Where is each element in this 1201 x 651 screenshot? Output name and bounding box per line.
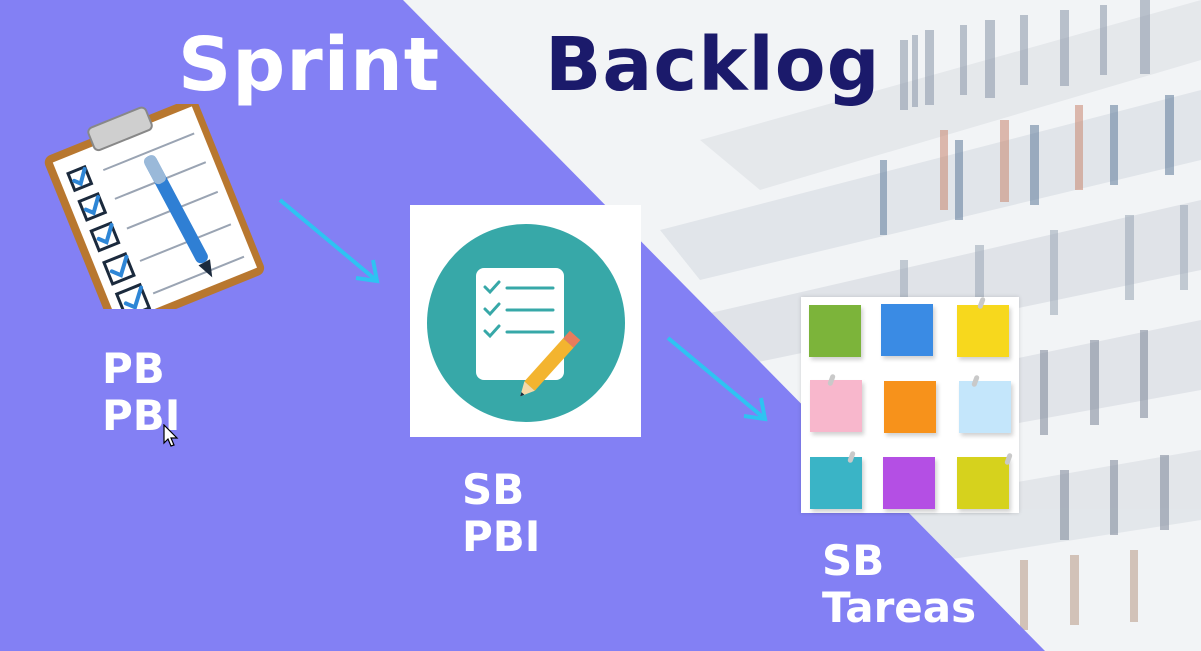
sticky-note: [884, 381, 936, 433]
arrow-icon: [278, 198, 380, 284]
label-line: SB: [462, 465, 525, 514]
label-line: Tareas: [822, 583, 977, 633]
sticky-note: [883, 457, 935, 509]
sticky-note: [957, 457, 1009, 509]
tasks-label: SB Tareas: [822, 537, 976, 631]
checklist-card: [410, 205, 641, 437]
arrow-icon: [666, 336, 768, 422]
sticky-note: [809, 305, 861, 357]
mouse-cursor-icon: [163, 424, 179, 447]
title-backlog: Backlog: [545, 22, 881, 108]
sticky-note: [810, 457, 862, 509]
clipboard-checklist-icon: [44, 104, 265, 309]
label-line: SB: [822, 536, 885, 585]
sticky-note: [881, 304, 933, 356]
pin-icon: [1004, 452, 1013, 466]
label-line: PB: [102, 344, 165, 393]
sticky-note: [957, 305, 1009, 357]
sticky-notes-grid-icon: [801, 296, 1019, 513]
label-line: PBI: [462, 512, 541, 562]
sticky-note: [810, 380, 862, 432]
checklist-pencil-icon: [427, 224, 625, 422]
sticky-note: [959, 381, 1011, 433]
title-sprint: Sprint: [178, 22, 441, 108]
sprint-backlog-label: SB PBI: [462, 466, 540, 560]
